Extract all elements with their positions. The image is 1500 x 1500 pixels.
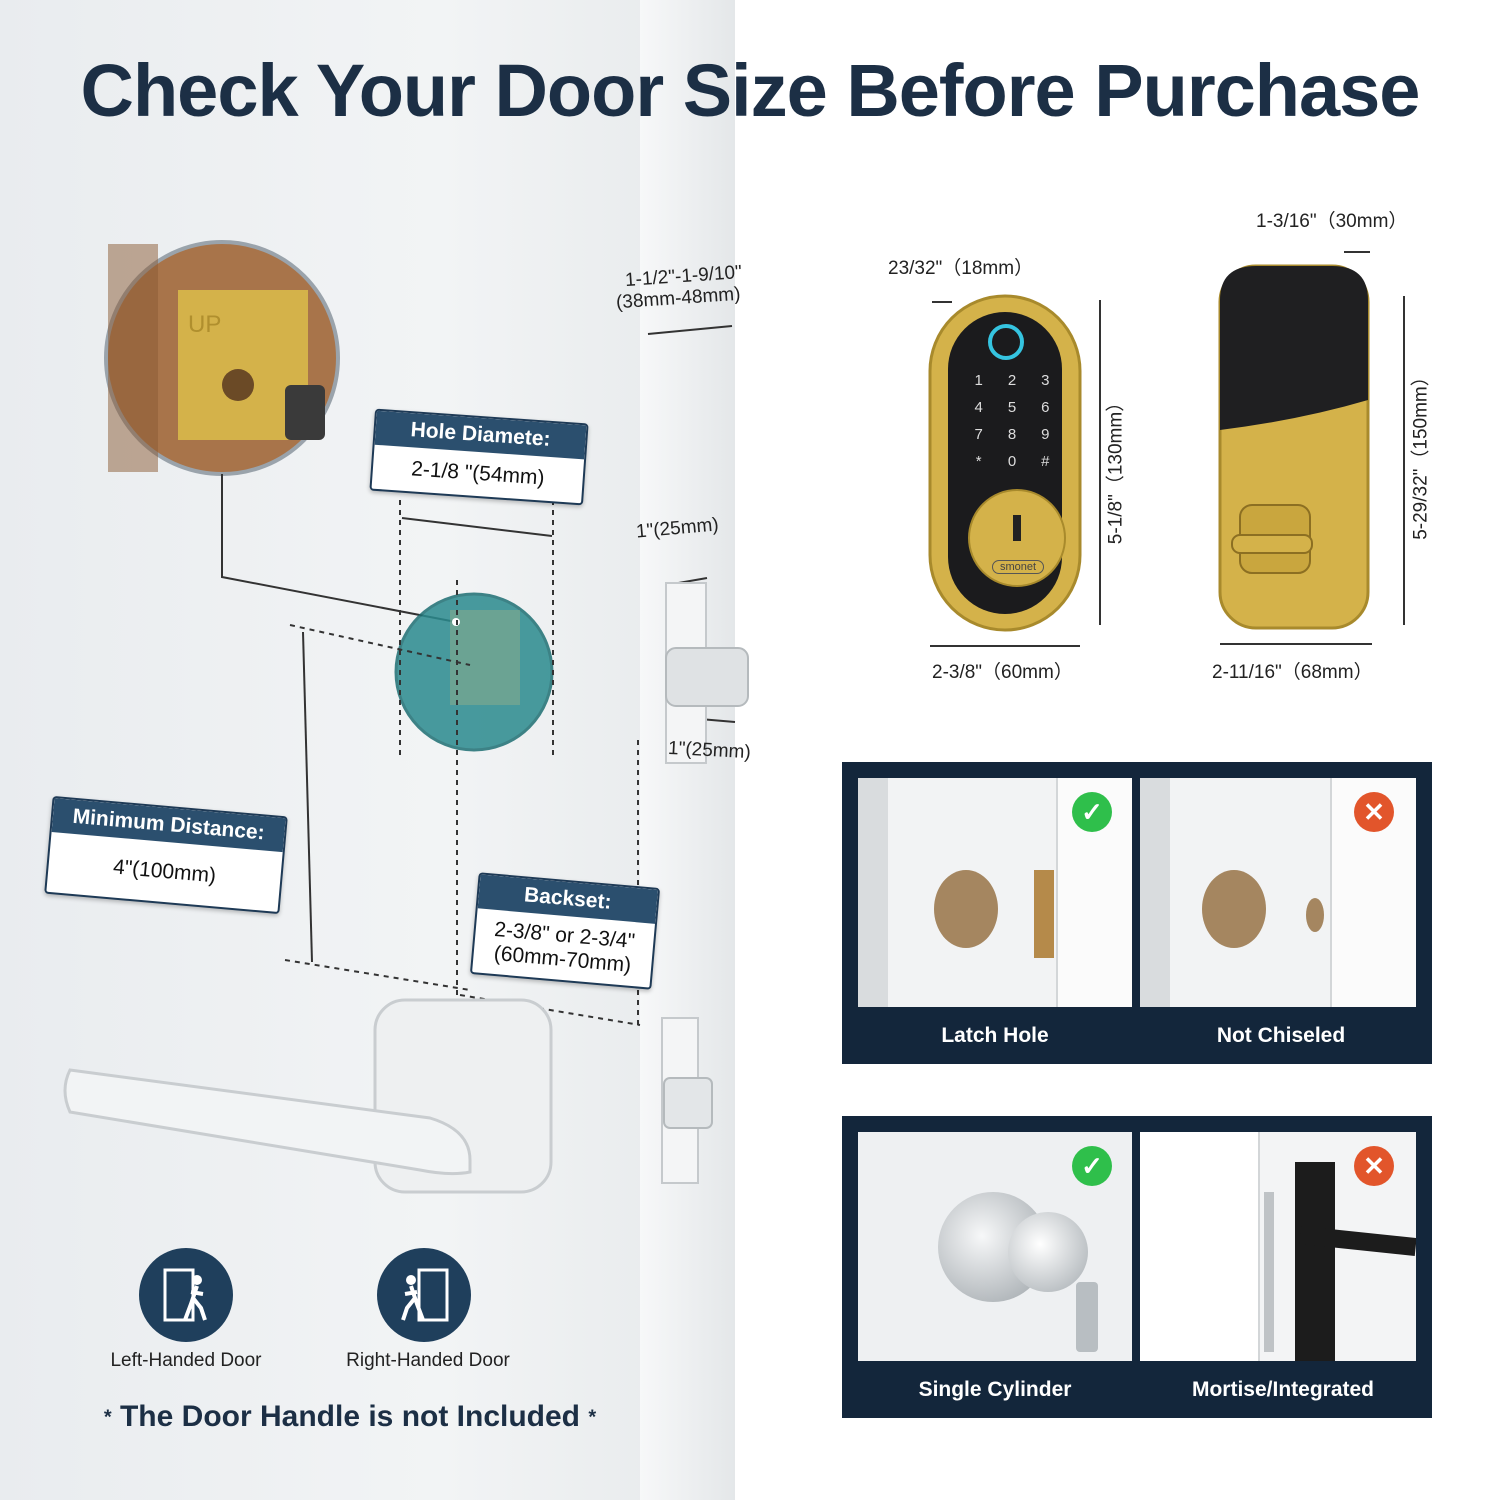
- note-star-left: *: [103, 1406, 112, 1429]
- cross-icon: ✕: [1354, 792, 1394, 832]
- latch-hole-caption: Latch Hole: [941, 1024, 1049, 1047]
- single-cylinder-photo: ✓: [858, 1132, 1132, 1361]
- key: 7: [974, 426, 983, 443]
- door-prep-panel: ✓ ✕ Latch Hole Not Chiseled: [842, 762, 1432, 1064]
- lock-back-cover: [1220, 266, 1368, 430]
- front-width-dim: 2-3/8"（60mm）: [932, 662, 1073, 683]
- check-icon: ✓: [1072, 792, 1112, 832]
- cross-icon: ✕: [1354, 1146, 1394, 1186]
- zoom-up-mark: UP: [188, 311, 221, 338]
- back-depth-dim: 1-3/16"（30mm）: [1256, 211, 1408, 232]
- front-depth-dim: 23/32"（18mm）: [888, 258, 1034, 279]
- latch-hole-photo: ✓: [858, 778, 1132, 1007]
- key: *: [975, 453, 982, 470]
- key: 0: [1007, 453, 1017, 470]
- back-height-dim: 5-29/32"（150mm）: [1410, 367, 1432, 540]
- key: 5: [1007, 399, 1017, 416]
- keypad: 1 2 3 4 5 6 7 8 9 * 0 #: [962, 372, 1062, 470]
- brand-logo: smonet: [992, 560, 1044, 574]
- key: 8: [1007, 426, 1017, 443]
- lever-handle: [63, 1068, 472, 1176]
- back-width-dim: 2-11/16"（68mm）: [1212, 662, 1373, 683]
- note-text: The Door Handle is not Included: [119, 1400, 581, 1433]
- left-handed-label: Left-Handed Door: [110, 1350, 262, 1371]
- single-cylinder-caption: Single Cylinder: [918, 1378, 1072, 1401]
- note-star-right: *: [588, 1406, 597, 1429]
- page-title: Check Your Door Size Before Purchase: [80, 49, 1421, 132]
- key: 1: [974, 372, 983, 389]
- handle-not-included-note: * The Door Handle is not Included *: [60, 1400, 640, 1434]
- latch-bolt: [665, 647, 749, 707]
- mortise-caption: Mortise/Integrated: [1191, 1378, 1375, 1401]
- key: 6: [1041, 399, 1050, 416]
- not-chiseled-caption: Not Chiseled: [1216, 1024, 1346, 1047]
- right-handed-door-icon: [377, 1248, 471, 1342]
- fingerprint-sensor: [988, 324, 1024, 360]
- key: 9: [1041, 426, 1050, 443]
- key: 3: [1041, 372, 1050, 389]
- mortise-photo: ✕: [1140, 1132, 1416, 1361]
- front-height-dim: 5-1/8"（130mm）: [1105, 392, 1127, 545]
- key: #: [1041, 453, 1050, 470]
- check-icon: ✓: [1072, 1146, 1112, 1186]
- left-handed-door-icon: [139, 1248, 233, 1342]
- lock-type-panel: ✓ ✕ Single Cylinder Mortise/Integrated: [842, 1116, 1432, 1418]
- key: 4: [974, 399, 983, 416]
- not-chiseled-photo: ✕: [1140, 778, 1416, 1007]
- key: 2: [1007, 372, 1017, 389]
- right-handed-label: Right-Handed Door: [346, 1350, 510, 1371]
